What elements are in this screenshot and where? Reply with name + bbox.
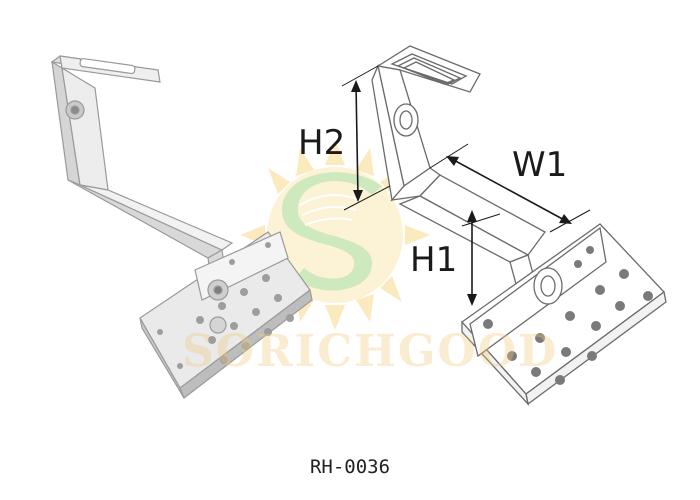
- bracket-drawing-holes: [483, 246, 653, 385]
- bracket-photo-holes: [157, 242, 294, 369]
- dimension-lines: [341, 65, 591, 306]
- bracket-photo: [50, 55, 313, 399]
- dimension-label-h1: H1: [410, 240, 458, 280]
- dimension-h2-extension-top: [341, 65, 379, 87]
- dimension-h2-arrow: [355, 83, 359, 199]
- dimension-label-w1: W1: [512, 145, 568, 185]
- dimension-h2-extension-bottom: [343, 185, 391, 211]
- watermark-text: SORICHGOOD: [182, 326, 559, 377]
- bracket-drawing: [371, 45, 667, 407]
- dimension-h1-extension-top: [461, 213, 501, 227]
- watermark-s-shape: [281, 172, 382, 291]
- dimension-w1-extension-left: [429, 143, 469, 169]
- watermark-leaf-lines: [299, 194, 361, 226]
- bracket-photo-arm: [67, 179, 224, 259]
- dimension-w1-arrow: [449, 157, 569, 223]
- model-number-caption: RH-0036: [309, 456, 391, 478]
- dimension-label-h2: H2: [298, 123, 346, 163]
- dimension-w1-extension-right: [549, 209, 591, 233]
